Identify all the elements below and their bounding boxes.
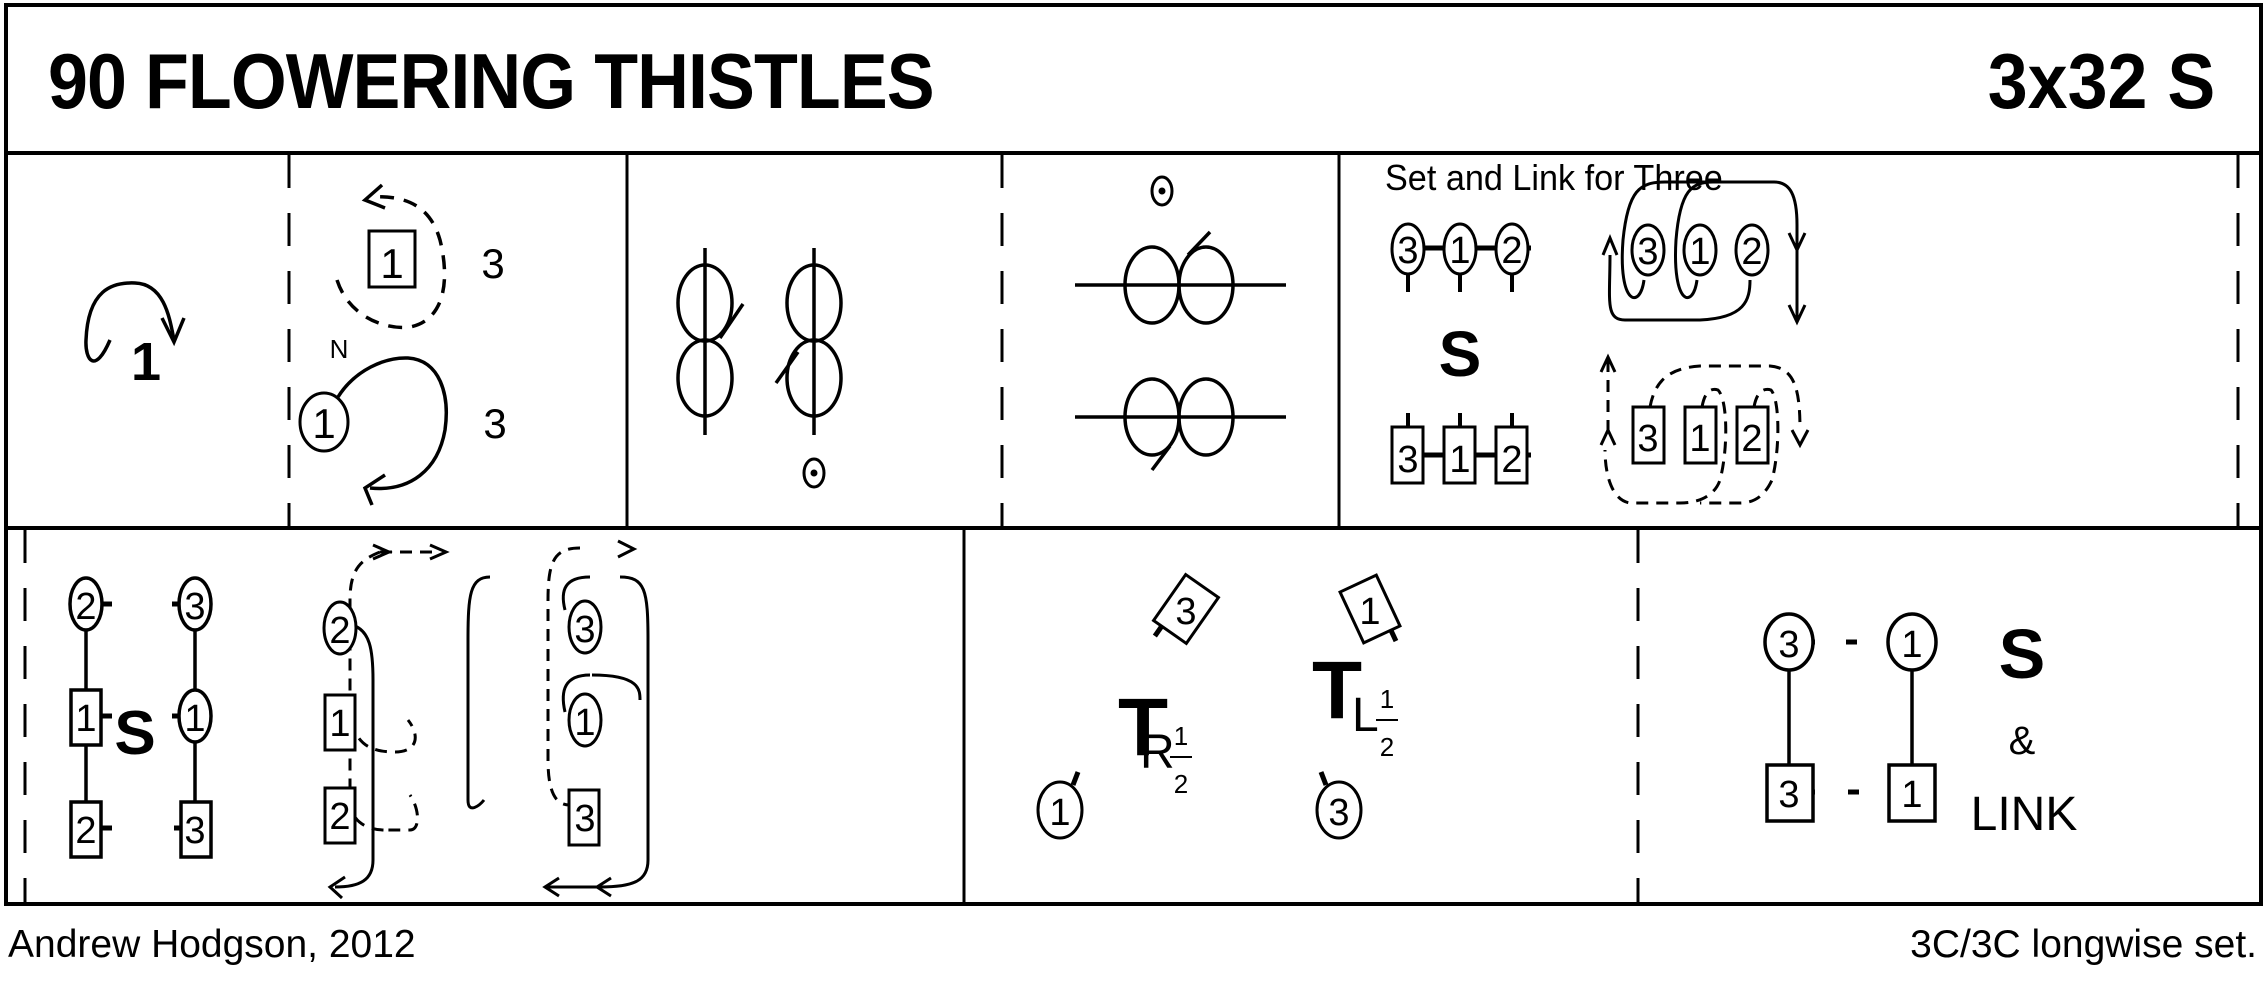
dancer-2-label: 2 [75, 586, 96, 628]
dancer-3-label: 3 [1397, 230, 1418, 272]
dancer-1-label: 1 [329, 703, 350, 745]
dancer-1-woman-label: 1 [312, 400, 335, 447]
dancer-1-label: 1 [1901, 774, 1922, 816]
dancer-1-label: 1 [1689, 418, 1710, 460]
dancer-1-label: 1 [1689, 231, 1710, 273]
dancer-1-label: 1 [75, 698, 96, 740]
set-in-columns: 2 1 2 3 1 3 S [68, 539, 650, 900]
dancer-2-label: 2 [329, 610, 350, 652]
dancer-1-label: 1 [1449, 230, 1470, 272]
turn-left-symbol: T [1312, 645, 1362, 736]
link-label: LINK [1971, 788, 2078, 841]
set-and-link-for-three: 3 1 2 S 3 1 2 3 [1390, 180, 1810, 505]
set-symbol: S [1439, 318, 1482, 390]
dance-formation: 3x32 S [1987, 37, 2215, 125]
set-type: 3C/3C longwise set. [1910, 923, 2257, 966]
turns-panel: 3 1 1 3 T R 1 2 T L 1 2 [1036, 572, 1402, 840]
dancer-2-label: 2 [75, 810, 96, 852]
dancer-3-label: 3 [1637, 231, 1658, 273]
half-figure-of-eight: 1 3 N 1 3 [298, 183, 507, 506]
dancer-2-label: 2 [329, 796, 350, 838]
reel-horizontal-figures [1075, 175, 1286, 472]
set-and-link-caption: Set and Link for Three [1385, 157, 1723, 198]
turn-right-symbol: T [1118, 682, 1168, 773]
dancer-3-label: 3 [1778, 774, 1799, 816]
first-corner-dot-icon [1158, 187, 1166, 195]
dance-title: 90 FLOWERING THISTLES [48, 37, 935, 125]
turn-fraction-numerator: 1 [1174, 721, 1188, 751]
dance-card: 1 1 3 N 1 3 [4, 3, 2263, 907]
dancer-1-label: 1 [1049, 792, 1070, 834]
dancer-3-label: 3 [1637, 418, 1658, 460]
dancer-2-label: 2 [1501, 439, 1522, 481]
dancer-3-label: 3 [1328, 792, 1349, 834]
cast-off-dancer-label: 1 [131, 332, 161, 392]
reel-vertical-figures [676, 248, 843, 489]
cast-off-figure: 1 [84, 281, 186, 392]
dancer-1-label: 1 [1359, 591, 1380, 633]
turn-fraction-numerator: 1 [1380, 684, 1394, 714]
set-symbol: S [1999, 615, 2046, 693]
dancer-1-label: 1 [574, 702, 595, 744]
dancer-1-label: 1 [184, 698, 205, 740]
dancer-2-label: 2 [1741, 418, 1762, 460]
dancer-1-man-label: 1 [380, 240, 403, 287]
dancer-3-label: 3 [1175, 591, 1196, 633]
ampersand: & [2009, 719, 2036, 763]
turn-right-direction: R [1140, 726, 1175, 779]
dancer-3-label: 3 [574, 609, 595, 651]
dancer-3-label: 3 [184, 586, 205, 628]
dancer-3-label: 3 [1397, 439, 1418, 481]
first-corner-dot-icon [810, 469, 818, 477]
turn-fraction-denominator: 2 [1380, 732, 1394, 762]
dancer-3-label: 3 [184, 810, 205, 852]
turn-left-direction: L [1352, 689, 1379, 742]
dancer-3-label: 3 [574, 798, 595, 840]
dancer-3-woman-label: 3 [483, 400, 506, 447]
dancer-1-label: 1 [1901, 624, 1922, 666]
dancer-1-label: 1 [1449, 439, 1470, 481]
grid-lines [4, 3, 2263, 906]
set-and-link-panel: 3 1 3 1 S & LINK [1763, 612, 2078, 841]
set-symbol: S [114, 699, 155, 768]
dancer-2-label: 2 [1501, 230, 1522, 272]
nearer-hands-label: N [330, 334, 349, 364]
author-credit: Andrew Hodgson, 2012 [8, 923, 416, 966]
dancer-2-label: 2 [1741, 231, 1762, 273]
dancer-3-man-label: 3 [481, 240, 504, 287]
dancer-3-label: 3 [1778, 624, 1799, 666]
turn-fraction-denominator: 2 [1174, 769, 1188, 799]
